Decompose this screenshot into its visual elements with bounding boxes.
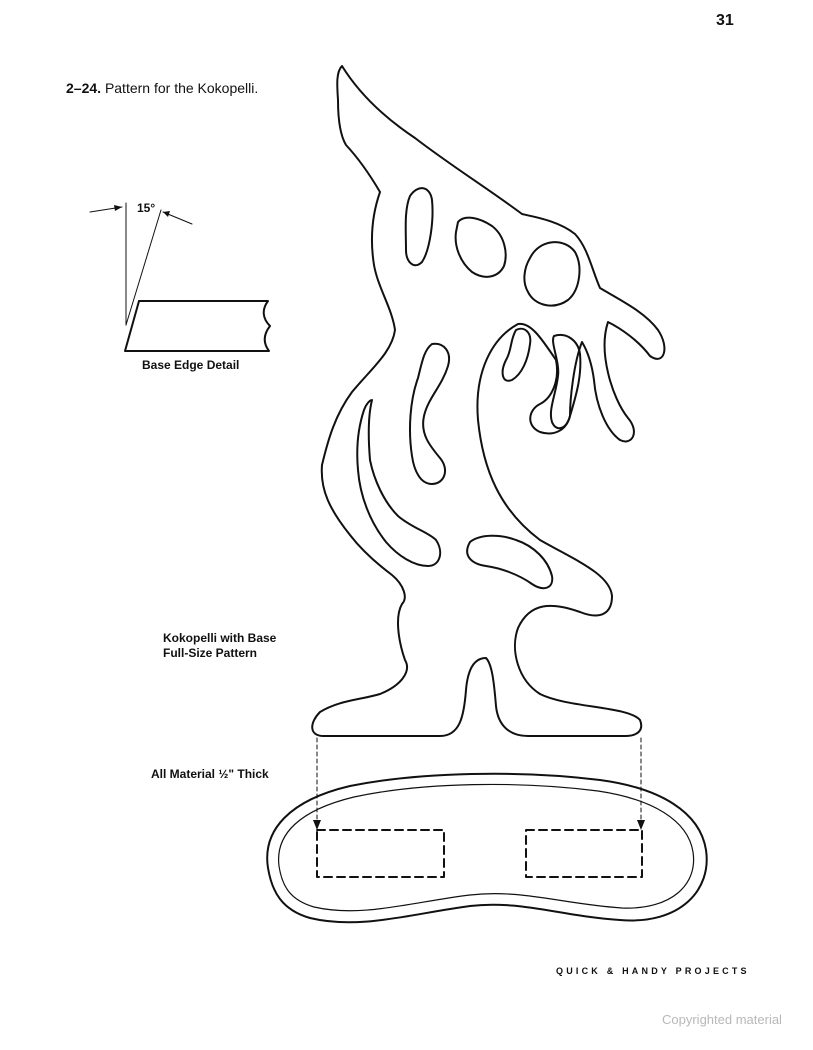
kokopelli-outline <box>311 65 666 737</box>
kokopelli-figure <box>311 65 666 737</box>
hair-cutout-1 <box>404 187 434 267</box>
leg-cutout <box>466 534 554 590</box>
base-outline-inner <box>278 783 695 912</box>
base-drawing <box>266 772 708 924</box>
alignment-arrowhead-left <box>313 820 321 830</box>
page-footer: QUICK & HANDY PROJECTS <box>556 966 750 976</box>
base-edge-profile <box>124 300 271 352</box>
alignment-arrowhead-right <box>637 820 645 830</box>
angle-reference-line <box>125 209 162 326</box>
angle-arrowhead-right <box>163 211 170 217</box>
watermark: Copyrighted material <box>662 1012 782 1027</box>
page-number: 31 <box>716 12 734 29</box>
pattern-label-line2: Full-Size Pattern <box>163 646 258 660</box>
base-slot-left <box>316 829 445 878</box>
pattern-label: Kokopelli with Base Full-Size Pattern <box>163 631 276 661</box>
hand-cutout <box>549 334 582 430</box>
angle-arrowhead-left <box>114 205 122 211</box>
figure-caption: 2–24. Pattern for the Kokopelli. <box>66 80 258 96</box>
hair-cutout-2 <box>454 216 507 278</box>
base-slot-right <box>525 829 643 878</box>
figure-caption-text: Pattern for the Kokopelli. <box>104 80 259 96</box>
material-note: All Material ½" Thick <box>151 767 269 781</box>
body-cutout <box>356 399 442 567</box>
pattern-label-line1: Kokopelli with Base <box>163 631 277 645</box>
figure-number: 2–24. <box>66 80 102 96</box>
base-edge-detail-drawing <box>89 202 271 352</box>
base-edge-detail-label: Base Edge Detail <box>142 358 240 372</box>
arm-cutout-1 <box>501 327 532 382</box>
angle-label: 15° <box>137 201 156 215</box>
base-outline-outer <box>266 772 708 924</box>
arm-cutout-2 <box>409 342 450 485</box>
eye-cutout <box>523 241 581 307</box>
alignment-lines <box>316 737 642 827</box>
